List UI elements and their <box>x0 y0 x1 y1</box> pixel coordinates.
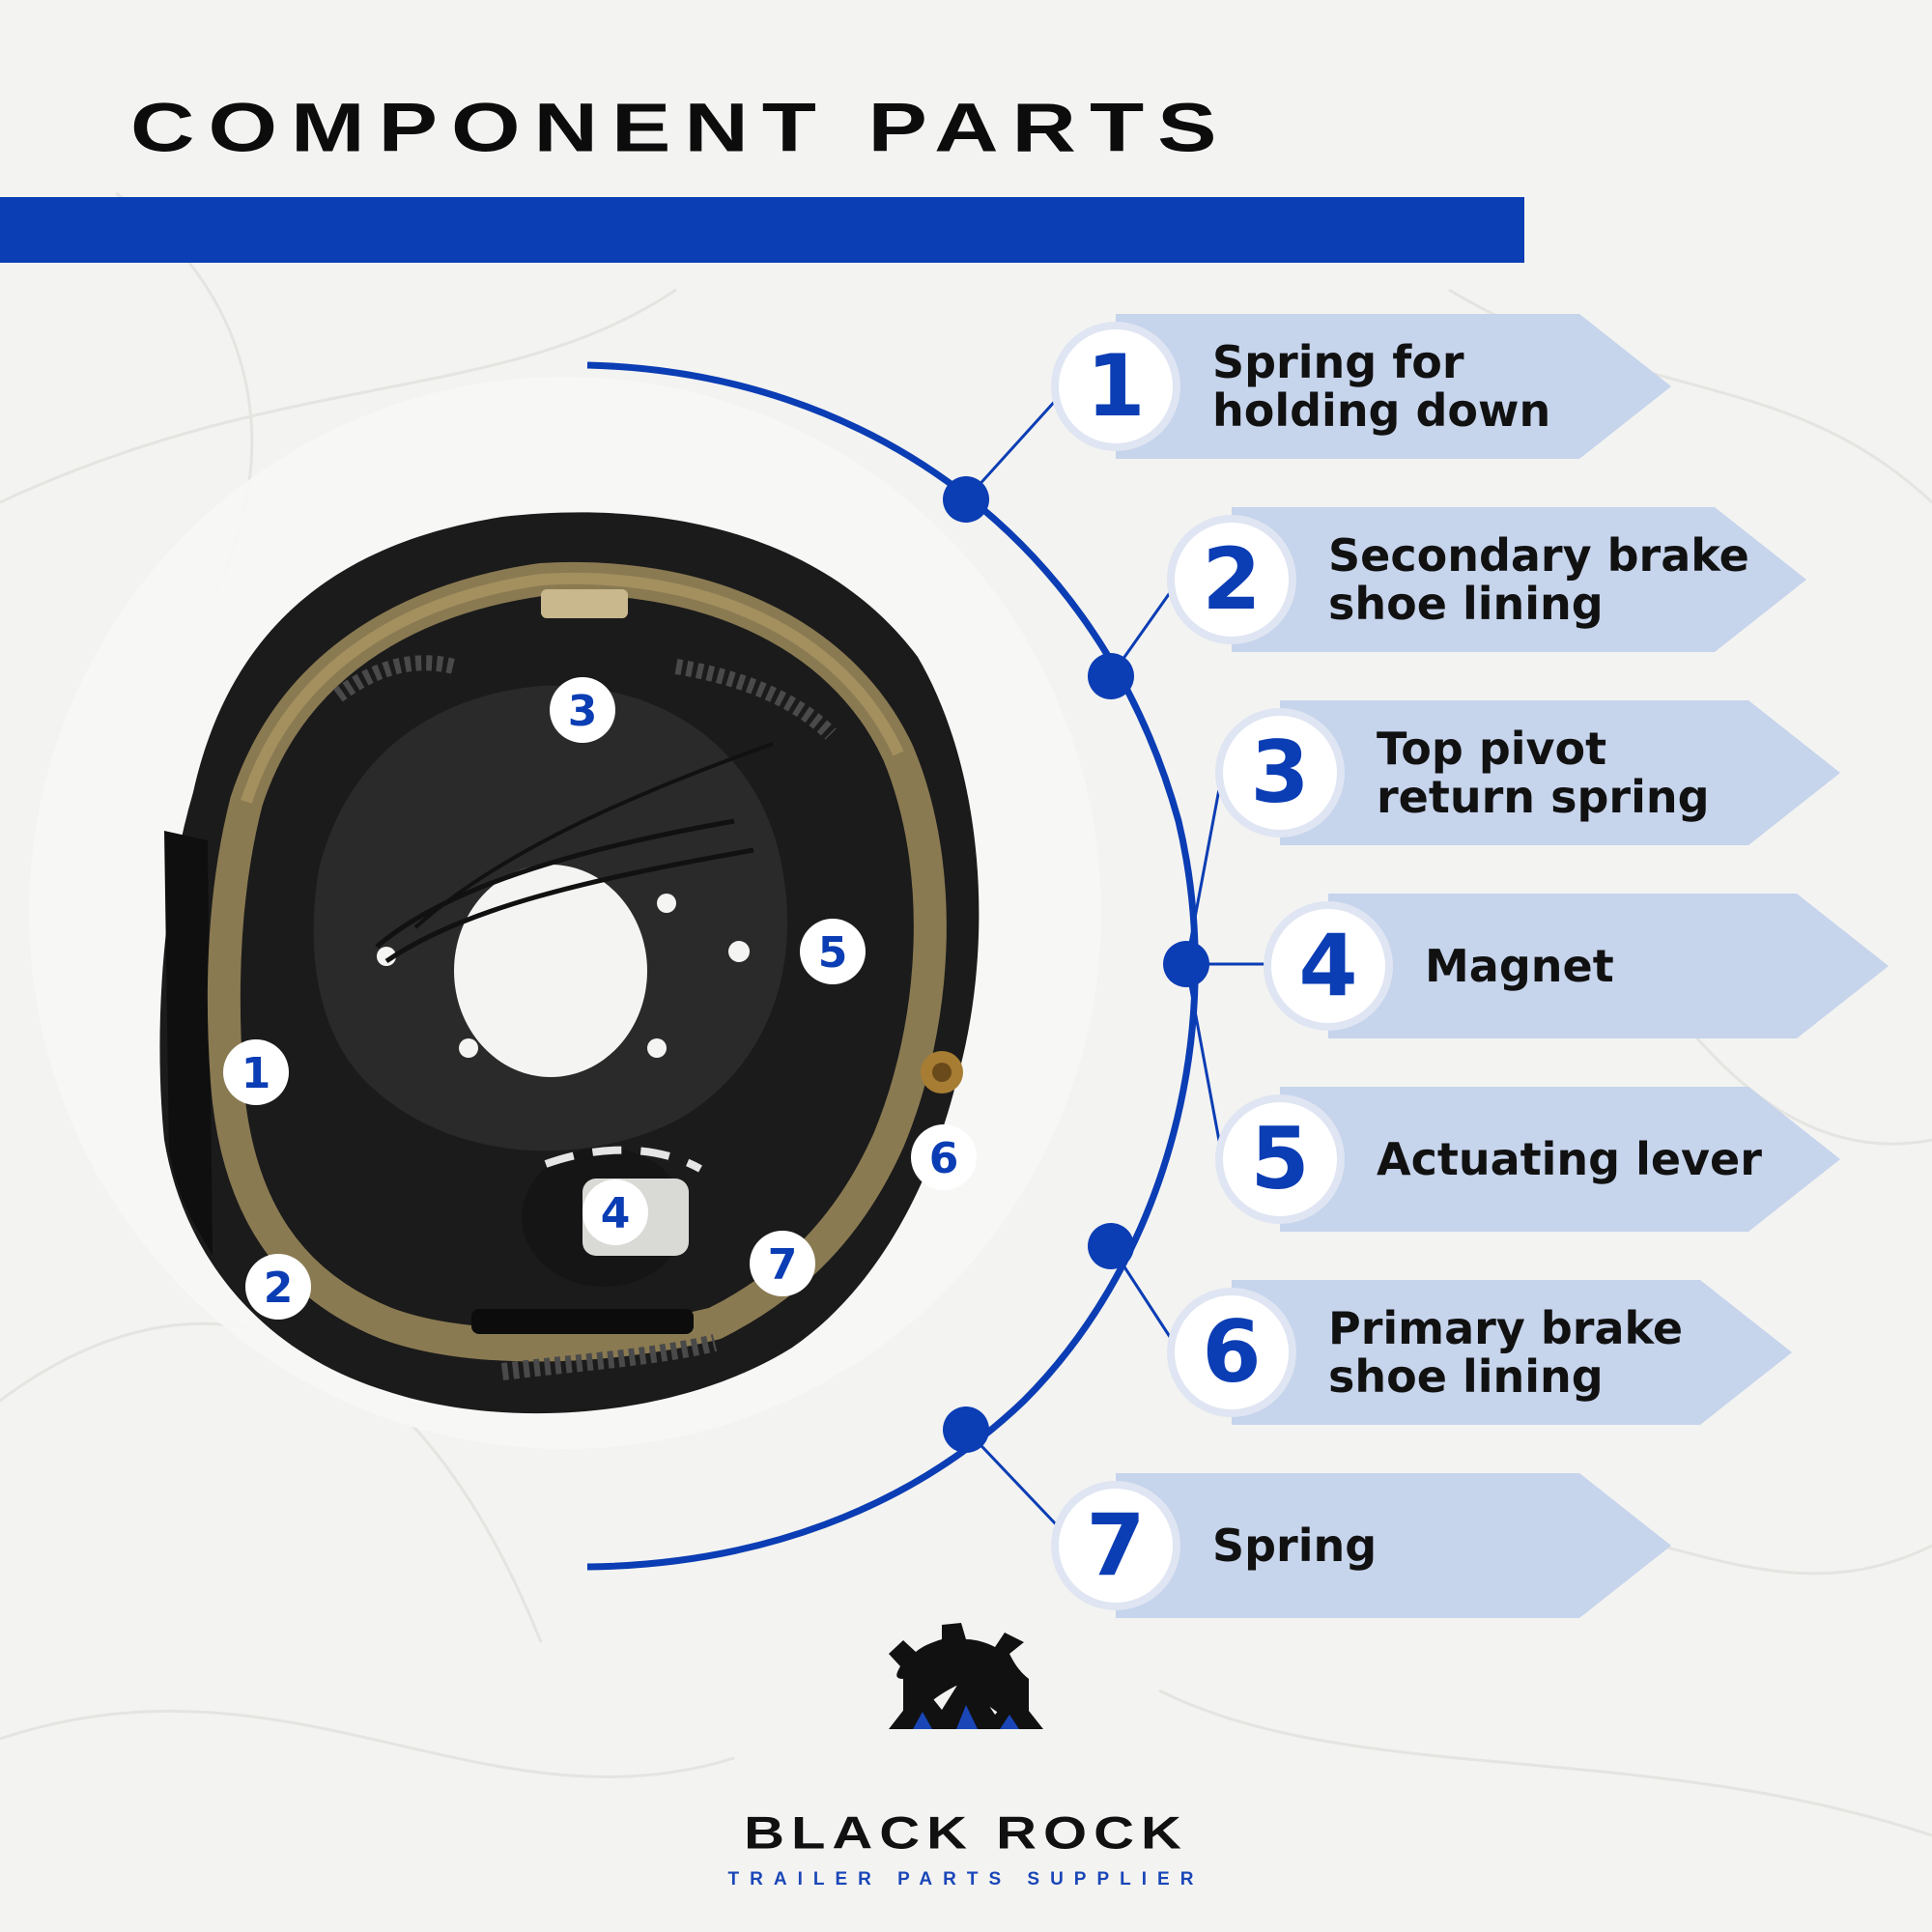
brand-logo-icon <box>889 1623 1043 1729</box>
component-label-text: Secondary brake shoe lining <box>1328 529 1749 630</box>
photo-marker-5: 5 <box>800 919 866 984</box>
number-badge-text: 5 <box>1250 1109 1309 1208</box>
number-badge-text: 4 <box>1298 916 1357 1015</box>
brand-name: BLACK ROCK <box>744 1806 1188 1860</box>
brake-assembly-photo <box>159 512 980 1414</box>
photo-marker-text: 2 <box>264 1264 294 1313</box>
number-badge-text: 7 <box>1086 1495 1145 1595</box>
label-arrow-band <box>1280 1087 1840 1232</box>
component-label-6: 6 <box>1167 1280 1792 1425</box>
number-badge-text: 6 <box>1202 1302 1261 1402</box>
photo-marker-circle <box>750 1231 815 1296</box>
photo-marker-text: 3 <box>568 687 598 736</box>
component-label-text: Top pivot return spring <box>1377 723 1710 823</box>
brand-tagline: TRAILER PARTS SUPPLIER <box>727 1869 1205 1889</box>
connector-arc <box>586 361 1199 1571</box>
number-badge-text: 1 <box>1086 336 1145 436</box>
component-label-text: Primary brake shoe lining <box>1328 1302 1684 1403</box>
photo-marker-circle <box>911 1124 977 1190</box>
photo-marker-3: 3 <box>550 677 615 743</box>
component-label-text: Actuating lever <box>1377 1133 1762 1185</box>
title-underline-bar <box>0 197 1524 263</box>
number-badge <box>1167 1288 1296 1417</box>
component-label-7: 7 <box>1051 1473 1671 1618</box>
photo-marker-circle <box>800 919 866 984</box>
number-badge-text: 2 <box>1202 529 1261 629</box>
number-badge <box>1215 1094 1345 1224</box>
component-label-text: Spring for holding down <box>1212 336 1551 437</box>
number-badge <box>1215 708 1345 838</box>
label-arrow-band <box>1116 1473 1671 1618</box>
photo-marker-circle <box>245 1254 311 1320</box>
photo-marker-2: 2 <box>245 1254 311 1320</box>
photo-marker-text: 7 <box>768 1240 798 1290</box>
photo-marker-text: 5 <box>818 928 848 978</box>
photo-marker-4: 4 <box>582 1179 648 1245</box>
component-label-text: Spring <box>1212 1520 1378 1572</box>
number-badge-text: 3 <box>1250 723 1309 822</box>
component-label-5: 5 <box>1215 1087 1840 1232</box>
page-title: COMPONENT PARTS <box>130 89 1231 167</box>
component-label-2: 2 <box>1167 507 1806 652</box>
component-label-4: 4 <box>1264 894 1889 1038</box>
component-label-text: Magnet <box>1425 940 1614 992</box>
photo-marker-6: 6 <box>911 1124 977 1190</box>
photo-marker-circle <box>223 1039 289 1105</box>
photo-marker-1: 1 <box>223 1039 289 1105</box>
connector-nodes <box>943 476 1209 1453</box>
number-badge <box>1051 1481 1180 1610</box>
photo-marker-text: 6 <box>929 1134 959 1183</box>
photo-marker-circle <box>550 677 615 743</box>
component-label-1: 1 <box>1051 314 1671 459</box>
number-badge <box>1264 901 1393 1031</box>
label-arrow-band <box>1280 700 1840 845</box>
label-arrow-band <box>1328 894 1889 1038</box>
photo-marker-circle <box>582 1179 648 1245</box>
label-arrow-band <box>1116 314 1671 459</box>
photo-marker-7: 7 <box>750 1231 815 1296</box>
label-arrow-band <box>1232 1280 1792 1425</box>
label-arrow-band <box>1232 507 1806 652</box>
photo-marker-text: 4 <box>601 1189 631 1238</box>
photo-marker-text: 1 <box>242 1049 271 1098</box>
number-badge <box>1051 322 1180 451</box>
component-label-3: 3 <box>1215 700 1840 845</box>
number-badge <box>1167 515 1296 644</box>
